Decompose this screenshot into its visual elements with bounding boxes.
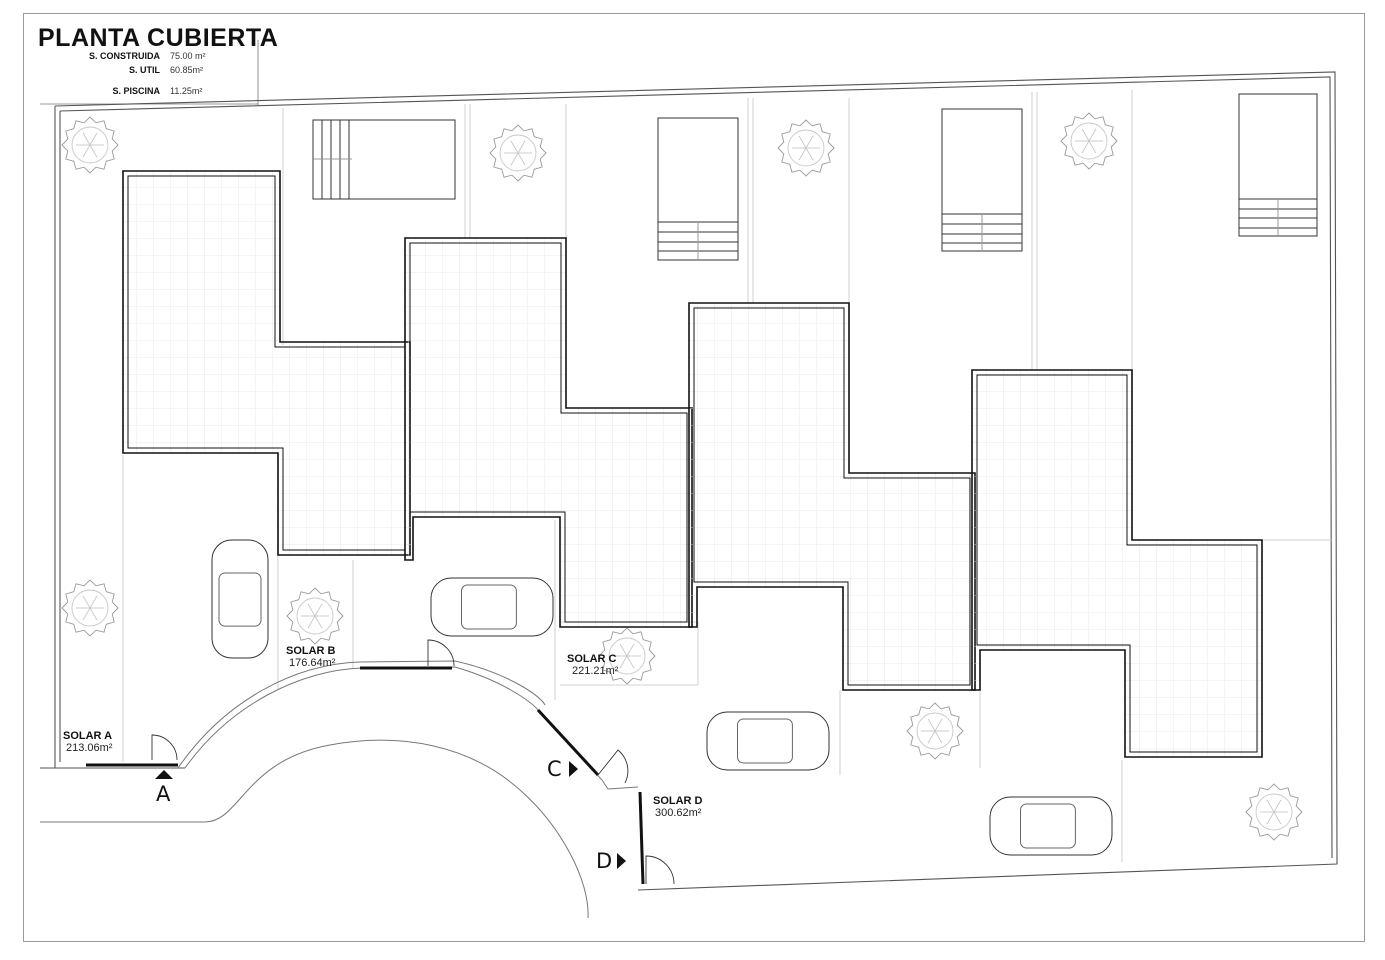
tree-icon	[777, 119, 835, 177]
roof-house-d	[971, 369, 1263, 758]
access-d-label: D	[596, 849, 613, 873]
tree-icon	[598, 627, 656, 685]
car-icon	[706, 711, 830, 771]
stat-label-construida: S. CONSTRUIDA	[88, 51, 160, 61]
access-a-label: A	[156, 782, 171, 806]
trees	[61, 112, 1303, 841]
solar-c-area: 221.21m²	[572, 665, 619, 677]
tree-icon	[61, 116, 119, 174]
car-icon	[211, 539, 269, 659]
access-d-arrow	[617, 853, 626, 869]
solar-d-area: 300.62m²	[655, 807, 702, 819]
car-icon	[430, 577, 554, 637]
plan-title: PLANTA CUBIERTA	[38, 24, 279, 52]
gates	[86, 666, 645, 885]
access-markers	[155, 761, 626, 869]
tree-icon	[61, 579, 119, 637]
stat-label-piscina: S. PISCINA	[112, 86, 160, 96]
tree-icon	[1060, 112, 1118, 170]
tree-icon	[1245, 783, 1303, 841]
car-icon	[989, 796, 1113, 856]
cars	[211, 539, 1113, 856]
access-a-arrow	[155, 770, 173, 779]
street	[40, 660, 639, 919]
solar-b-name: SOLAR B	[286, 645, 336, 657]
roof-house-c	[688, 302, 976, 691]
pools	[312, 93, 1318, 261]
roof-house-b	[404, 237, 693, 628]
plot-boundaries	[40, 71, 1338, 891]
door-swings	[151, 639, 675, 885]
access-c-label: C	[547, 757, 562, 781]
stat-label-util: S. UTIL	[129, 65, 160, 75]
tree-icon	[906, 702, 964, 760]
stat-value-util: 60.85m²	[170, 65, 204, 75]
solar-b-area: 176.64m²	[289, 657, 336, 669]
house-roofs	[122, 170, 1263, 758]
access-c-arrow	[569, 761, 578, 777]
solar-a-area: 213.06m²	[66, 742, 113, 754]
stat-value-construida: 75.00 m²	[170, 51, 206, 61]
solar-a-name: SOLAR A	[63, 730, 113, 742]
stat-value-piscina: 11.25m²	[170, 86, 203, 96]
roof-house-a	[122, 170, 411, 556]
tree-icon	[286, 587, 344, 645]
tree-icon	[489, 124, 547, 182]
solar-d-name: SOLAR D	[653, 795, 703, 807]
solar-c-name: SOLAR C	[567, 653, 617, 665]
